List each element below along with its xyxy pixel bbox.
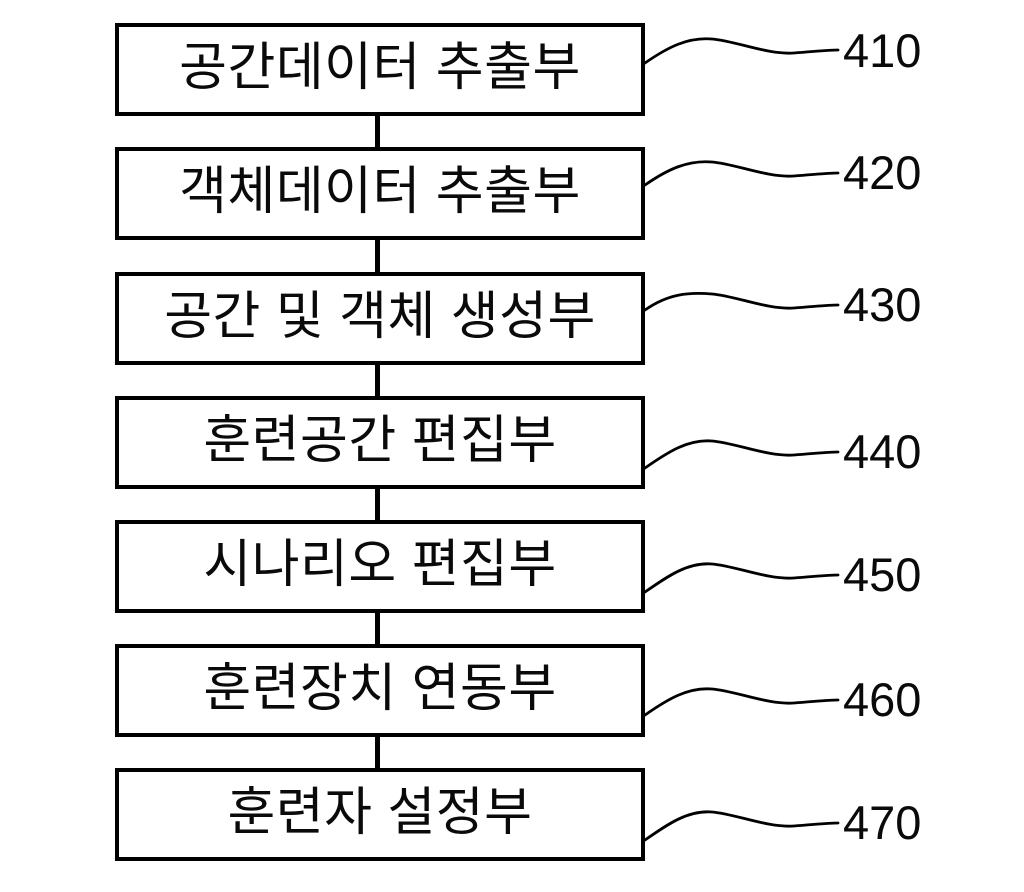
leader-line-430 bbox=[643, 291, 840, 312]
ref-label-430: 430 bbox=[843, 278, 922, 331]
leader-line-440 bbox=[643, 439, 840, 470]
connector-line-2 bbox=[375, 237, 380, 275]
connector-line-6 bbox=[375, 734, 380, 771]
connector-line-4 bbox=[375, 486, 380, 523]
box-label-430: 공간 및 객체 생성부 bbox=[164, 287, 596, 346]
box-420: 객체데이터 추출부 bbox=[115, 147, 645, 240]
box-470: 훈련자 설정부 bbox=[115, 768, 645, 861]
leader-line-460 bbox=[643, 687, 840, 717]
box-440: 훈련공간 편집부 bbox=[115, 396, 645, 489]
box-450: 시나리오 편집부 bbox=[115, 520, 645, 613]
leader-line-450 bbox=[643, 562, 840, 594]
box-label-470: 훈련자 설정부 bbox=[227, 783, 533, 842]
box-460: 훈련장치 연동부 bbox=[115, 644, 645, 737]
ref-label-450: 450 bbox=[843, 548, 922, 601]
box-label-460: 훈련장치 연동부 bbox=[203, 659, 557, 718]
connector-line-1 bbox=[375, 113, 380, 150]
box-410: 공간데이터 추출부 bbox=[115, 23, 645, 116]
ref-label-460: 460 bbox=[843, 673, 922, 726]
box-430: 공간 및 객체 생성부 bbox=[115, 272, 645, 365]
connector-line-3 bbox=[375, 362, 380, 399]
box-label-440: 훈련공간 편집부 bbox=[203, 411, 557, 470]
leader-line-470 bbox=[643, 810, 840, 842]
box-label-410: 공간데이터 추출부 bbox=[179, 38, 581, 97]
box-label-420: 객체데이터 추출부 bbox=[179, 162, 581, 221]
connector-line-5 bbox=[375, 610, 380, 647]
ref-label-470: 470 bbox=[843, 796, 922, 849]
box-label-450: 시나리오 편집부 bbox=[203, 535, 557, 594]
ref-label-420: 420 bbox=[843, 146, 922, 199]
leader-line-420 bbox=[643, 160, 840, 187]
ref-label-410: 410 bbox=[843, 24, 922, 77]
leader-line-410 bbox=[643, 37, 840, 65]
ref-label-440: 440 bbox=[843, 425, 922, 478]
